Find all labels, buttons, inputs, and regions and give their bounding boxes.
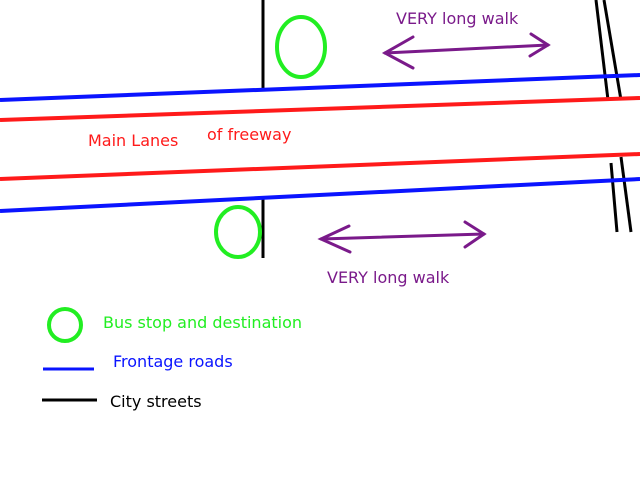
- main-lane-south: [0, 152, 640, 181]
- walk-label-top: VERY long walk: [396, 9, 519, 28]
- freeway-label: of freeway: [207, 125, 291, 144]
- legend-city-streets-label: City streets: [110, 392, 202, 411]
- city-street-bottom-right-a: [609, 162, 619, 233]
- city-street-top-right-a: [594, 0, 610, 101]
- bus-stop-south: [214, 205, 262, 259]
- legend-bus-stop-label: Bus stop and destination: [103, 313, 302, 332]
- walk-arrow-bottom: [317, 220, 487, 254]
- frontage-road-north: [0, 73, 640, 102]
- city-street-bottom-right-b: [619, 156, 633, 233]
- main-lanes-label: Main Lanes: [88, 131, 178, 150]
- legend: Bus stop and destination Frontage roads …: [42, 307, 302, 411]
- walk-arrow-top: [381, 32, 551, 70]
- main-lane-north: [0, 96, 640, 122]
- city-street-top-right-b: [602, 0, 623, 101]
- legend-bus-stop-icon: [47, 307, 83, 343]
- bus-stop-north: [275, 15, 327, 79]
- frontage-road-south: [0, 177, 640, 213]
- walk-label-bottom: VERY long walk: [327, 268, 450, 287]
- legend-frontage-label: Frontage roads: [113, 352, 233, 371]
